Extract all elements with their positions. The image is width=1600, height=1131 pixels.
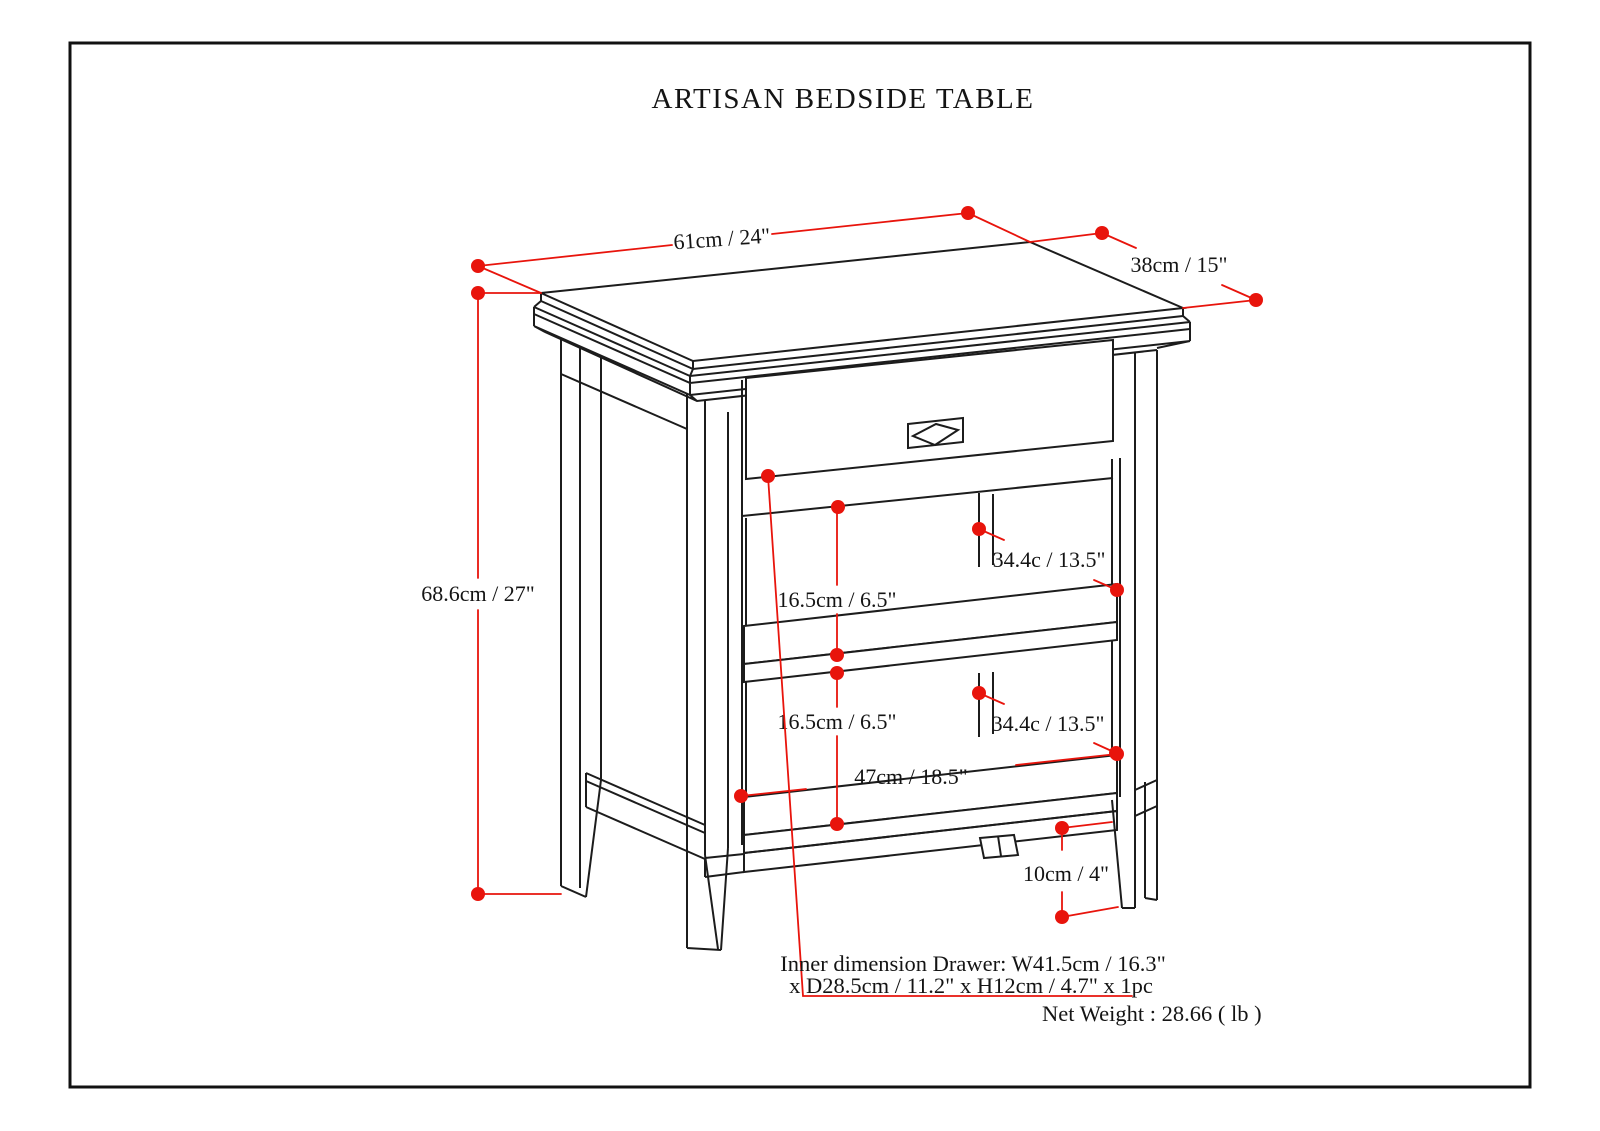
dim-shelf-width: 47cm / 18.5": [734, 747, 1124, 803]
back-left-leg: [560, 338, 602, 898]
drawer-front: [745, 338, 1114, 481]
tabletop-molding: [533, 300, 1191, 403]
left-stretcher: [585, 772, 706, 860]
dim-shelf-clearance-upper-label: 16.5cm / 6.5": [778, 587, 897, 612]
dim-leg-height-label: 10cm / 4": [1023, 861, 1109, 886]
page-title: ARTISAN BEDSIDE TABLE: [652, 83, 1035, 115]
front-apron: [743, 809, 1118, 874]
drawer-inner-dimension-line2: x D28.5cm / 11.2" x H12cm / 4.7" x 1pc: [789, 973, 1153, 998]
dim-shelf-clearance-lower: 16.5cm / 6.5": [778, 666, 897, 831]
page-border: [68, 41, 1532, 1089]
dim-height: 68.6cm / 27": [421, 286, 562, 901]
dim-top-width: 61cm / 24": [471, 206, 1031, 294]
dim-top-width-label: 61cm / 24": [673, 223, 771, 255]
front-right-leg: [1111, 350, 1158, 909]
left-side-rail: [560, 373, 688, 430]
dim-shelf-clearance-lower-label: 16.5cm / 6.5": [778, 709, 897, 734]
dim-leg-height: 10cm / 4": [1023, 821, 1119, 924]
front-apron-left: [704, 853, 745, 878]
dim-shelf-clearance-upper: 16.5cm / 6.5": [778, 500, 897, 662]
under-drawer-rail: [741, 477, 1114, 517]
dim-shelf-depth-lower-label: 34.4c / 13.5": [992, 711, 1105, 736]
tabletop-edge: [540, 293, 1184, 371]
dim-top-depth: 38cm / 15": [1029, 226, 1263, 309]
dim-shelf-depth-lower: 34.4c / 13.5": [972, 686, 1123, 760]
drawer-note-leader: [761, 469, 1133, 997]
dim-height-label: 68.6cm / 27": [421, 581, 534, 606]
center-foot-block-edge: [997, 835, 1002, 857]
drawer-handle-bevel: [910, 422, 961, 447]
net-weight-note: Net Weight : 28.66 ( lb ): [1042, 1001, 1262, 1026]
dim-shelf-width-label: 47cm / 18.5": [854, 764, 967, 789]
dim-shelf-depth-upper-label: 34.4c / 13.5": [993, 547, 1106, 572]
dimension-annotations: 61cm / 24" 38cm / 15" 68.6cm / 27" 34.4c…: [421, 206, 1263, 997]
drawer-inner-dimension-line1: Inner dimension Drawer: W41.5cm / 16.3": [780, 951, 1166, 976]
front-left-leg: [686, 393, 729, 951]
bedside-table-drawing: [533, 240, 1191, 951]
dim-shelf-depth-upper: 34.4c / 13.5": [972, 522, 1124, 597]
dim-top-depth-label: 38cm / 15": [1131, 252, 1228, 277]
